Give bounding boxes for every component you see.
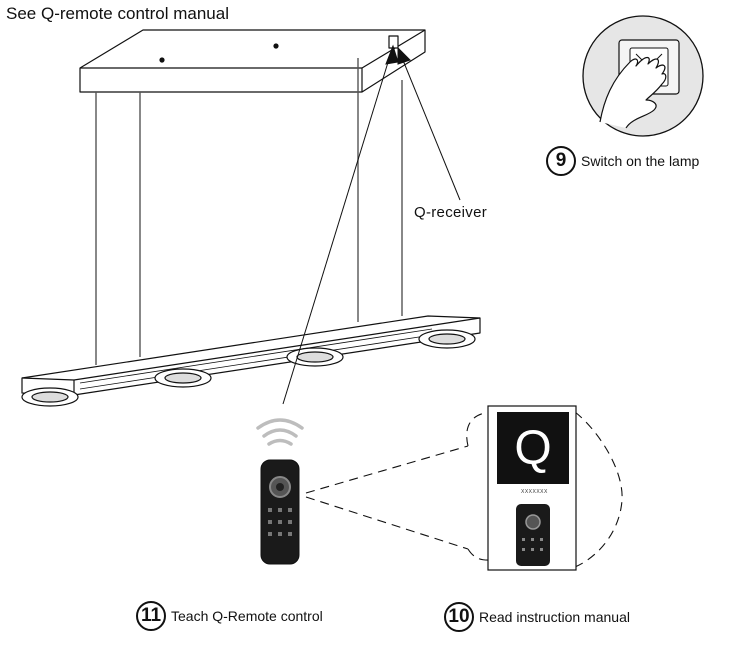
step-text: Read instruction manual [479, 609, 630, 625]
wall-switch-icon [582, 15, 704, 137]
manual-brand-text: XXXXXXX [521, 489, 548, 495]
manual-logo-letter: Q [514, 422, 551, 475]
step-number-badge: 10 [444, 602, 474, 632]
step-number-badge: 9 [546, 146, 576, 176]
remote-control-icon [260, 459, 300, 565]
receiver-pointers [282, 44, 461, 405]
step-text: Switch on the lamp [581, 153, 700, 169]
pendant-lamp-icon [21, 315, 481, 407]
manual-booklet-icon: Q [487, 405, 577, 571]
step-text: Teach Q-Remote control [171, 608, 323, 624]
step-9: 9 Switch on the lamp [546, 146, 699, 176]
step-11: 11 Teach Q-Remote control [136, 601, 323, 631]
receiver-label: Q-receiver [414, 204, 488, 221]
step-10: 10 Read instruction manual [444, 602, 630, 632]
hand-icon [599, 56, 667, 129]
page-title: See Q-remote control manual [6, 4, 229, 23]
suspension-wires [95, 58, 403, 365]
ceiling-canopy [79, 29, 426, 93]
step-number-badge: 11 [136, 601, 166, 631]
wifi-signal-icon [256, 418, 304, 446]
